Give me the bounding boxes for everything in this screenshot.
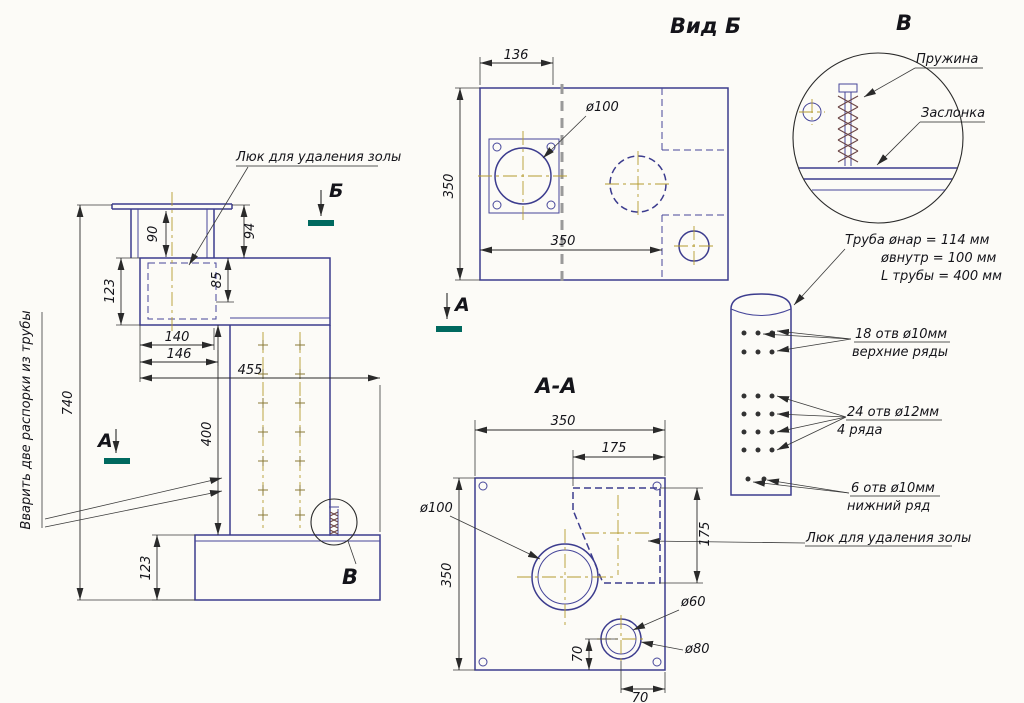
pipe-geometry <box>730 293 792 496</box>
view-b-geometry <box>478 84 729 284</box>
pipe-annotations: Труба øнар = 114 мм øвнутр = 100 мм L тр… <box>647 233 1002 547</box>
pipe-spec-1: Труба øнар = 114 мм <box>845 233 990 248</box>
section-aa-title: А-А <box>533 374 576 398</box>
dim-aa-70-vert: 70 <box>571 646 586 663</box>
holes-upper-label-2: верхние ряды <box>852 345 948 360</box>
section-marker-a: А <box>96 430 113 452</box>
holes-lower-label-2: нижний ряд <box>847 499 930 514</box>
section-marker-b: Б <box>329 180 343 202</box>
section-aa-dimensions: 350 175 350 175 70 70 <box>440 414 713 703</box>
pipe-view: Труба øнар = 114 мм øвнутр = 100 мм L тр… <box>647 233 1002 547</box>
dim-aa-175-top: 175 <box>602 441 627 456</box>
aa-dia-60-label: ø60 <box>680 595 706 610</box>
bolt-head <box>838 83 858 93</box>
view-b-dimensions: ø100 136 350 350 <box>442 48 662 281</box>
detail-bubble-circle <box>792 52 964 224</box>
detail-v: В Пружина Заслонка <box>792 11 985 224</box>
dim-140: 140 <box>165 330 190 345</box>
section-aa-labels: ø100 ø60 ø80 <box>419 501 710 657</box>
dim-123-top: 123 <box>103 279 118 304</box>
aa-dia-100-label: ø100 <box>419 501 453 516</box>
aa-dia-80-label: ø80 <box>684 642 710 657</box>
hatch-label: Люк для удаления золы <box>235 150 401 165</box>
detail-marker-v: В <box>342 565 358 589</box>
dim-350-bottom: 350 <box>551 234 576 249</box>
section-a-bar <box>104 458 130 464</box>
dim-123-bottom: 123 <box>139 556 154 581</box>
holes-lower-label-1: 6 отв ø10мм <box>851 481 935 496</box>
detail-v-callout-circle <box>310 498 358 546</box>
view-b: Вид Б ø100 136 350 <box>436 14 741 332</box>
spring-label: Пружина <box>916 52 978 67</box>
section-aa-geometry <box>474 477 666 671</box>
section-marker-a2: А <box>453 294 470 316</box>
section-b-bar <box>308 220 334 226</box>
detail-v-title: В <box>896 11 912 35</box>
hatch-outline <box>572 487 661 584</box>
dim-146: 146 <box>167 347 192 362</box>
dim-aa-70-bottom: 70 <box>632 691 649 703</box>
dim-350-left: 350 <box>442 174 457 199</box>
holes-middle-label-2: 4 ряда <box>837 423 882 438</box>
dim-aa-350-top: 350 <box>551 414 576 429</box>
detail-v-geometry <box>792 52 964 224</box>
holes-middle-label-1: 24 отв ø12мм <box>847 405 939 420</box>
dim-136: 136 <box>504 48 529 63</box>
flue-hole-circle <box>494 147 552 205</box>
side-view: 740 123 90 94 85 140 146 455 400 123 <box>19 150 401 601</box>
detail-v-annotations: Пружина Заслонка <box>863 52 985 166</box>
dim-94: 94 <box>243 223 258 240</box>
side-view-geometry <box>111 192 381 601</box>
dim-400: 400 <box>200 422 215 447</box>
pipe-section-outer <box>531 543 599 611</box>
spring-coil <box>837 95 859 163</box>
dia-100-label: ø100 <box>585 100 619 115</box>
pipe-spec-2: øвнутр = 100 мм <box>880 251 997 266</box>
pipe-spec-3: L трубы = 400 мм <box>881 269 1002 284</box>
dim-740: 740 <box>61 391 76 416</box>
side-view-dimensions: 740 123 90 94 85 140 146 455 400 123 <box>61 204 381 601</box>
weld-note: Вварить две распорки из трубы <box>19 310 34 529</box>
dim-85: 85 <box>210 272 225 289</box>
section-aa: А-А 350 175 350 <box>419 374 713 703</box>
damper-label: Заслонка <box>921 106 985 121</box>
dim-aa-175-right: 175 <box>698 522 713 547</box>
side-view-annotations: Люк для удаления золы Б А В Вварить две … <box>19 150 401 589</box>
dim-455: 455 <box>238 363 263 378</box>
view-b-section-marker: А <box>436 293 470 332</box>
pipe-holes <box>741 330 775 482</box>
view-b-title: Вид Б <box>670 14 741 38</box>
dim-aa-350-left: 350 <box>440 563 455 588</box>
holes-upper-label-1: 18 отв ø10мм <box>855 327 947 342</box>
dim-90: 90 <box>146 226 161 243</box>
pipe-hatch-label: Люк для удаления золы <box>805 531 971 546</box>
section-a2-bar <box>436 326 462 332</box>
